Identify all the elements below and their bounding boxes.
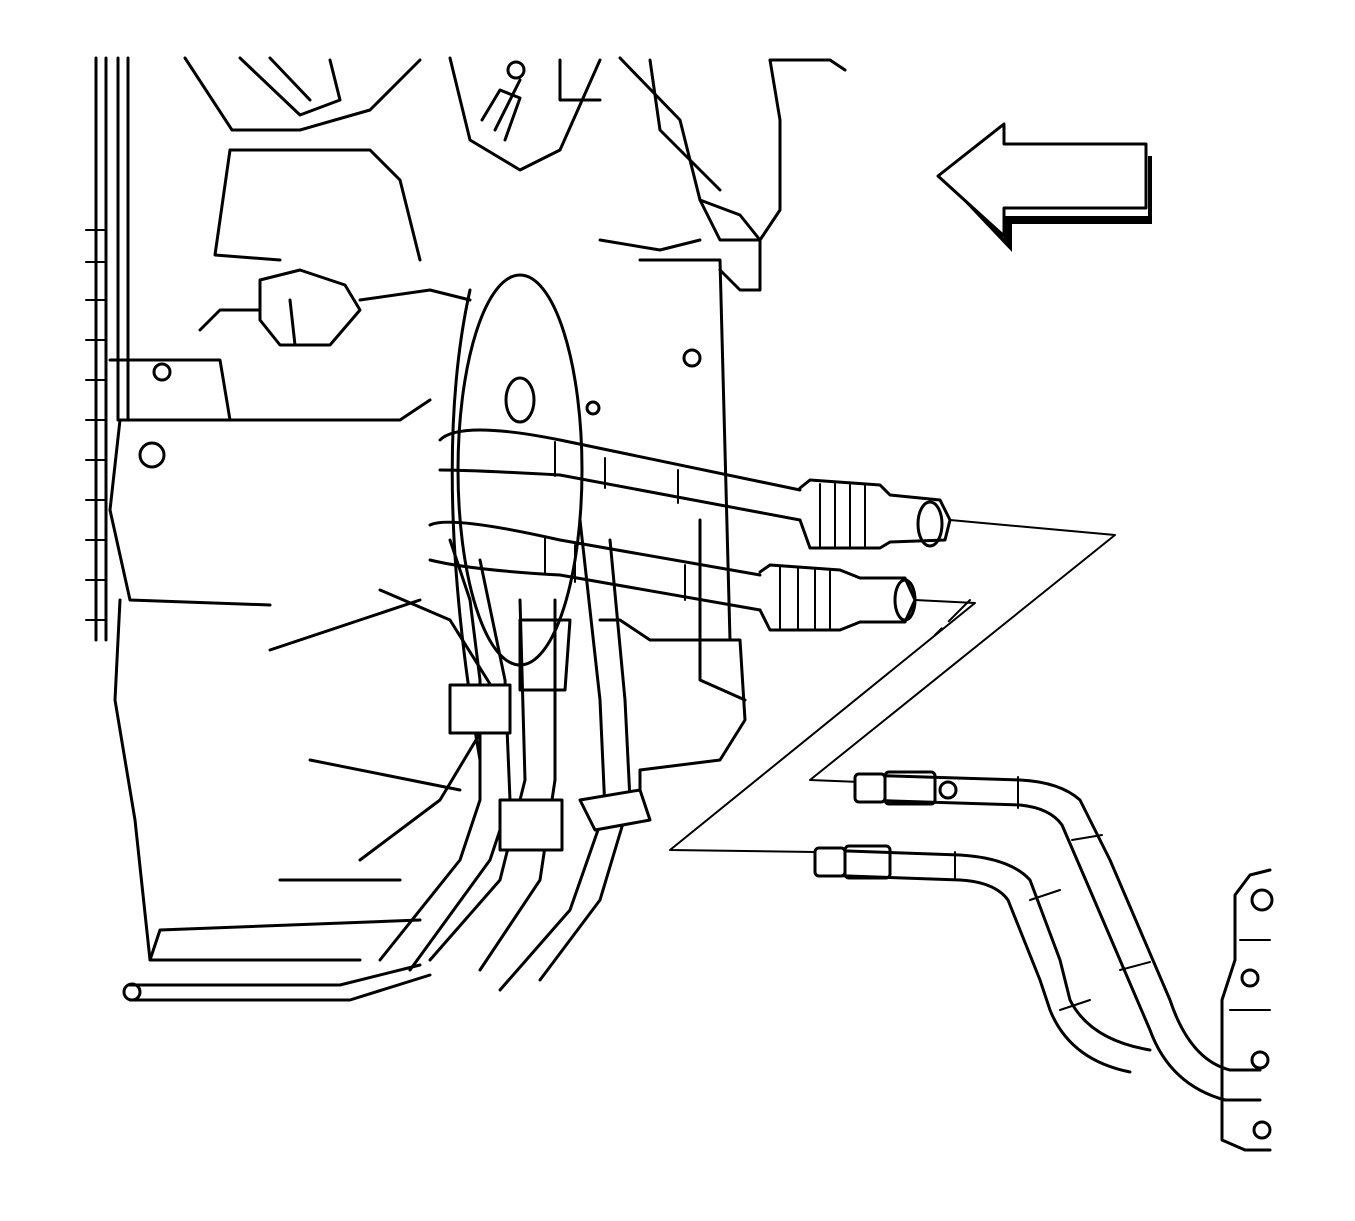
detail-callout: [669, 519, 1116, 853]
radiator-core: [85, 56, 130, 642]
fan-shroud: [268, 273, 584, 882]
lower-fitting: [758, 563, 917, 632]
detached-lines: [813, 770, 1274, 1152]
hose-assembly: [378, 428, 802, 992]
upper-fitting: [798, 478, 952, 550]
direction-arrow-icon: [936, 122, 1152, 252]
upper-housing: [183, 56, 847, 292]
mounting-bracket: [108, 148, 432, 607]
lower-housing: [113, 258, 747, 1002]
